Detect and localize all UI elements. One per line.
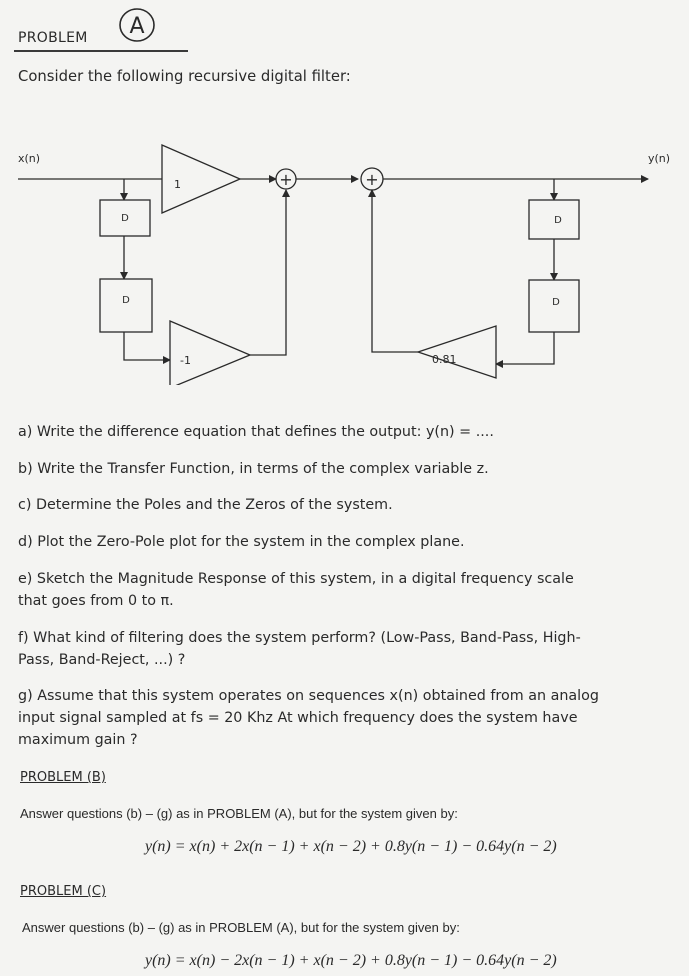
question-d: d) Plot the Zero-Pole plot for the syste… [18,534,465,550]
question-e-line1: e) Sketch the Magnitude Response of this… [18,571,574,587]
gain-forward-triangle [161,144,242,214]
delay-2-label: D [122,295,130,306]
delay-box-3 [528,199,580,240]
question-g-line2: input signal sampled at fs = 20 Khz At w… [18,710,578,726]
circled-label: A [129,14,144,39]
input-label: x(n) [18,152,40,165]
delay4-to-gain-line [495,332,555,368]
question-f-line1: f) What kind of filtering does the syste… [18,630,581,646]
question-e-line2: that goes from 0 to π. [18,593,174,609]
delay-box-4 [528,279,580,333]
delay-box-1 [99,199,151,237]
adder-2-symbol: + [365,170,378,189]
delay-box-2 [99,278,153,333]
gain-081-to-adder2-line [368,189,418,353]
problem-a-intro: Consider the following recursive digital… [18,68,351,85]
problem-b-equation: y(n) = x(n) + 2x(n − 1) + x(n − 2) + 0.8… [145,838,557,855]
problem-b-instruction: Answer questions (b) – (g) as in PROBLEM… [20,806,458,821]
output-label: y(n) [648,152,670,165]
delay-1-label: D [121,213,129,224]
gain-feedforward-triangle [169,320,252,385]
problem-c-equation: y(n) = x(n) − 2x(n − 1) + x(n − 2) + 0.8… [145,952,557,969]
gain-feedback-triangle [415,325,497,379]
problem-b-heading: PROBLEM (B) [20,770,106,785]
gain-forward-label: 1 [174,178,181,191]
problem-c-instruction: Answer questions (b) – (g) as in PROBLEM… [22,920,460,935]
gain-feedback-label: 0.81 [432,353,457,366]
gain-feedforward-label: -1 [180,354,191,367]
question-c: c) Determine the Poles and the Zeros of … [18,497,393,513]
delay-4-label: D [552,297,560,308]
circled-label-mark: A [119,8,155,42]
question-a: a) Write the difference equation that de… [18,424,494,440]
question-g-line1: g) Assume that this system operates on s… [18,688,599,704]
adder-1-symbol: + [279,170,292,189]
question-g-line3: maximum gain ? [18,732,138,748]
question-f-line2: Pass, Band-Reject, ...) ? [18,652,186,668]
question-b: b) Write the Transfer Function, in terms… [18,461,489,477]
heading-underline [14,50,188,52]
delay2-to-gain-line [123,332,171,364]
problem-a-heading: PROBLEM [18,30,88,46]
gain-neg1-to-adder1-line [250,189,290,356]
delay-3-label: D [554,215,562,226]
problem-c-heading: PROBLEM (C) [20,884,107,899]
filter-block-diagram: x(n) y(n) 1 + + D D -1 D D 0.81 [18,144,670,385]
